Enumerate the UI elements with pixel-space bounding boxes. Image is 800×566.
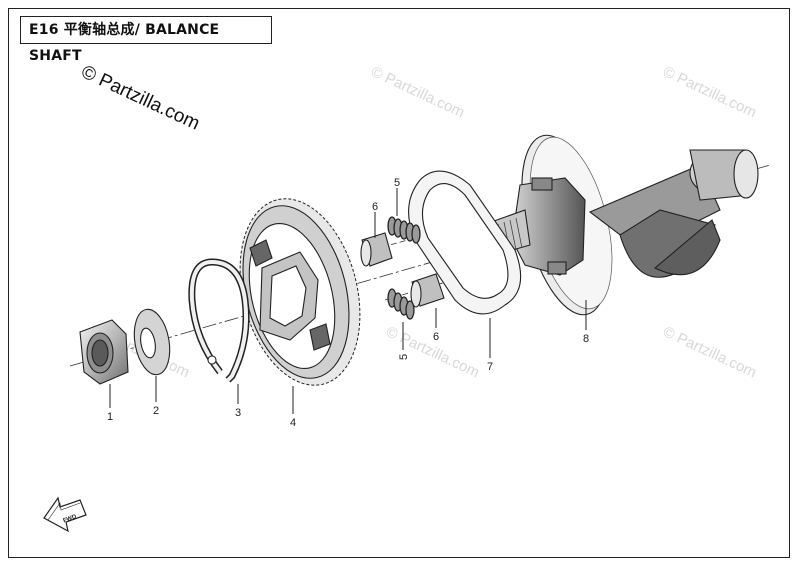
part-4-balance-gear — [239, 198, 361, 386]
callout-leaders — [109, 188, 587, 414]
fwd-arrow-icon: FWD — [43, 496, 87, 533]
watermark-faint: © Partzilla.com — [660, 63, 759, 121]
part-6-pin-upper — [360, 232, 393, 267]
callout-6-lower: 6 — [433, 331, 439, 343]
callout-8: 8 — [583, 333, 589, 345]
part-5-spring-upper — [387, 216, 421, 244]
watermark-faint: © Partzilla.com — [660, 323, 759, 381]
part-1-hex-nut — [79, 319, 129, 385]
callout-labels: 1 2 3 4 5 5 6 6 7 8 — [107, 177, 589, 429]
callout-5-lower: 5 — [398, 354, 410, 360]
callout-3: 3 — [235, 407, 241, 419]
callout-5-upper: 5 — [394, 177, 400, 189]
page-title: E16 平衡轴总成/ BALANCE SHAFT — [20, 16, 272, 64]
part-5-spring-lower — [387, 288, 415, 320]
part-7-retainer-plate — [408, 170, 522, 315]
fwd-label: FWD — [62, 514, 78, 525]
watermark-faint: © Partzilla.com — [368, 63, 467, 121]
drawing-frame — [8, 8, 790, 558]
callout-2: 2 — [153, 405, 159, 417]
callout-4: 4 — [290, 417, 296, 429]
callout-7: 7 — [487, 361, 493, 373]
part-6-pin-lower — [410, 273, 445, 308]
part-3-circlip — [188, 258, 250, 383]
watermark-main: © Partzilla.com — [78, 61, 203, 134]
callout-6-upper: 6 — [372, 201, 378, 213]
part-8-crankshaft — [435, 134, 759, 316]
part-2-washer — [133, 308, 171, 376]
callout-1: 1 — [107, 411, 113, 423]
